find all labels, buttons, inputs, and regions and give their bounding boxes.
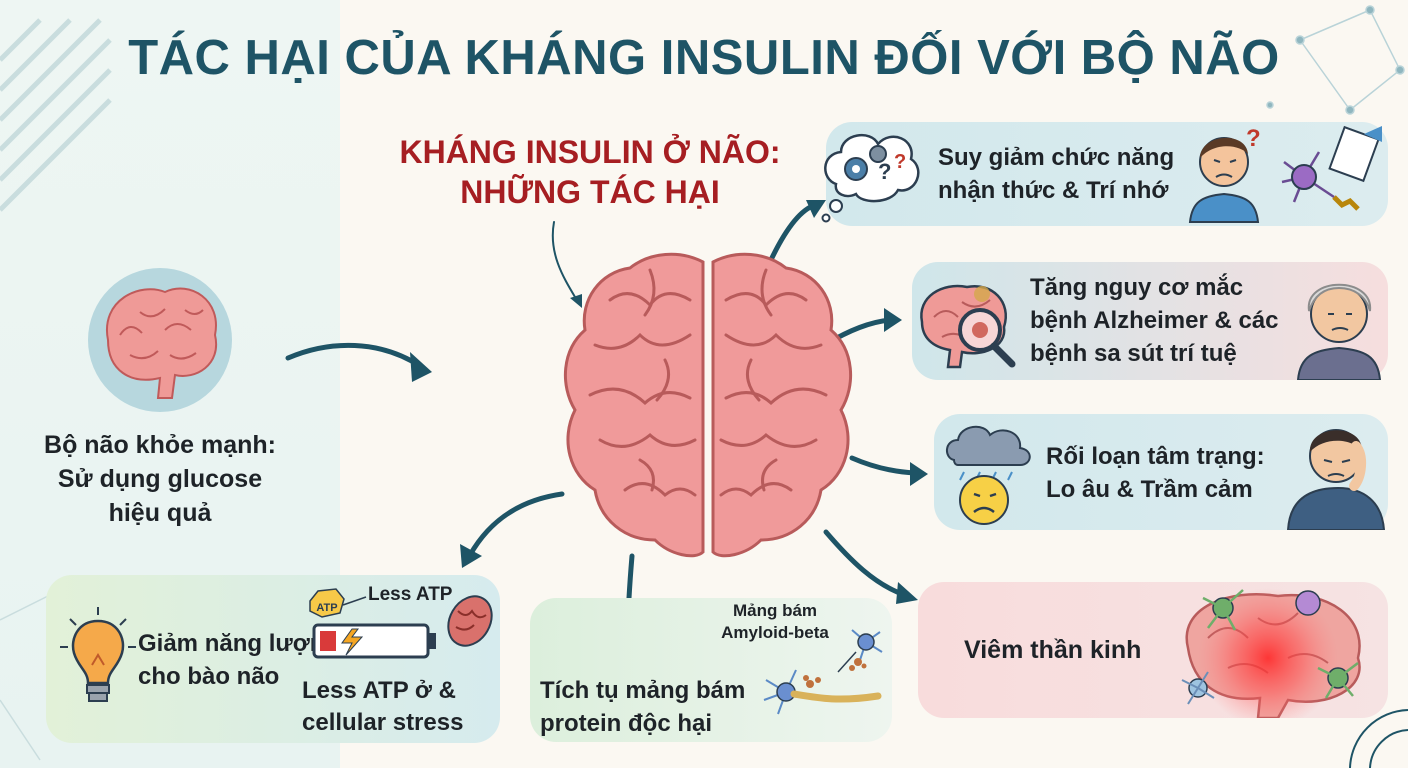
healthy-line-2: Sử dụng glucose [57, 465, 263, 493]
healthy-line-3: hiệu quả [108, 499, 212, 527]
alzheimer-text: Tăng nguy cơ mắc bệnh Alzheimer & các bệ… [1030, 271, 1279, 370]
amyloid-note: Mảng bám Amyloid-beta [710, 600, 840, 644]
alzheimer-line-3: bệnh sa sút trí tuệ [1030, 340, 1237, 367]
mood-line-2: Lo âu & Trầm cảm [1046, 476, 1253, 503]
card-energy: Giảm năng lượng cho bào não Less ATP ở &… [46, 575, 500, 743]
lightbulb-icon [60, 607, 136, 702]
energy-line-4: cellular stress [302, 709, 464, 736]
svg-text:?: ? [894, 151, 906, 173]
energy-line-2: cho bào não [138, 663, 280, 690]
energy-text: Giảm năng lượng cho bào não [138, 627, 339, 693]
subtitle-line-2: NHỮNG TÁC HẠI [460, 174, 720, 210]
mood-line-1: Rối loạn tâm trạng: [1046, 443, 1265, 470]
inflammation-text: Viêm thần kinh [964, 636, 1142, 664]
healthy-line-1: Bộ não khỏe mạnh: [44, 431, 276, 459]
protein-line-1: Tích tụ mảng bám [540, 677, 746, 704]
arrow-to-mood [849, 455, 918, 476]
cognitive-line-1: Suy giảm chức năng [938, 144, 1175, 171]
cognitive-line-2: nhận thức & Trí nhớ [938, 177, 1169, 204]
rain-cloud-sad-face-icon [946, 425, 1031, 525]
inflamed-brain-icon [1181, 588, 1361, 718]
arrow-to-inflammation [823, 529, 908, 598]
svg-text:?: ? [878, 159, 891, 184]
atp-stress-text: Less ATP ở & cellular stress [302, 675, 463, 739]
energy-line-3: Less ATP ở & [302, 677, 456, 704]
less-atp-note: Less ATP [368, 584, 453, 605]
card-cognitive-decline: ? ? Suy giảm chức năng nhận thức & Trí n… [821, 122, 1388, 226]
cognitive-text: Suy giảm chức năng nhận thức & Trí nhớ [938, 141, 1174, 207]
battery-atp-icon: ATP [309, 588, 493, 659]
brain-magnifier-icon [920, 284, 1016, 369]
atp-tag: ATP [316, 602, 337, 614]
mood-text: Rối loạn tâm trạng: Lo âu & Trầm cảm [1046, 440, 1265, 506]
amyloid-note-line-2: Amyloid-beta [721, 623, 829, 642]
elderly-person-icon [1296, 283, 1382, 380]
healthy-brain-label: Bộ não khỏe mạnh: Sử dụng glucose hiệu q… [20, 428, 300, 530]
alzheimer-line-1: Tăng nguy cơ mắc [1030, 274, 1244, 301]
network-decoration [1266, 5, 1405, 115]
thought-bubble-gears-icon: ? ? [821, 133, 920, 223]
card-protein-plaques: Tích tụ mảng bám protein độc hại Mảng bá… [530, 598, 892, 742]
alzheimer-line-2: bệnh Alzheimer & các [1030, 307, 1279, 334]
hatch-pattern [0, 18, 112, 212]
neuron-plaque-icon [763, 629, 883, 715]
card-alzheimer: Tăng nguy cơ mắc bệnh Alzheimer & các bệ… [912, 262, 1388, 380]
arrow-to-cognitive [767, 202, 818, 265]
healthy-brain-icon [88, 268, 232, 412]
arrow-subtitle-to-brain [551, 221, 579, 303]
central-brain-illustration [563, 252, 853, 558]
subtitle: KHÁNG INSULIN Ở NÃO: NHỮNG TÁC HẠI [360, 132, 820, 212]
page-title: TÁC HẠI CỦA KHÁNG INSULIN ĐỐI VỚI BỘ NÃO [128, 31, 1280, 85]
sad-person-icon [1286, 429, 1386, 530]
protein-text: Tích tụ mảng bám protein độc hại [540, 674, 745, 740]
subtitle-line-1: KHÁNG INSULIN Ở NÃO: [399, 134, 781, 170]
bottom-right-decoration [1349, 709, 1408, 768]
arrow-to-energy [467, 491, 565, 558]
card-neuroinflammation: Viêm thần kinh [918, 582, 1388, 718]
card-mood-disorder: Rối loạn tâm trạng: Lo âu & Trầm cảm [934, 414, 1388, 530]
energy-line-1: Giảm năng lượng [138, 630, 340, 657]
amyloid-note-line-1: Mảng bám [732, 601, 818, 620]
protein-line-2: protein độc hại [540, 710, 713, 737]
svg-text:?: ? [1246, 125, 1261, 152]
confused-person-neuron-icon: ? [1188, 125, 1382, 223]
arrow-healthy-to-brain [285, 342, 423, 369]
